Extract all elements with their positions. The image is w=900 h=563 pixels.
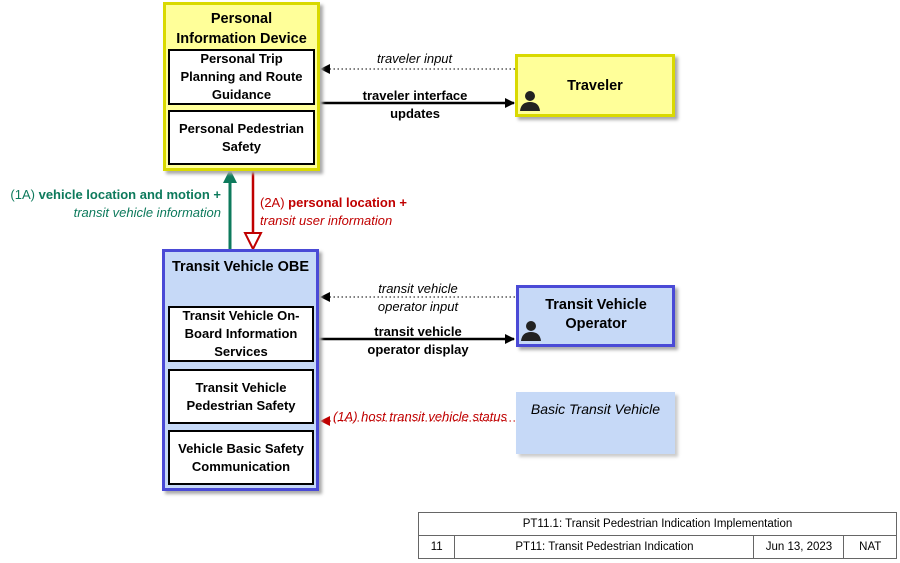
- title-block-org: NAT: [843, 535, 897, 559]
- traveler-interface-label: traveler interface updates: [362, 88, 468, 121]
- operator-input-label: transit vehicle operator input: [377, 281, 459, 314]
- personal-device-title: Personal Information Device: [176, 11, 307, 47]
- traveler-input-label: traveler input: [377, 51, 453, 66]
- traveler-label: Traveler: [567, 78, 623, 94]
- traveler-terminator[interactable]: [515, 54, 675, 117]
- basic-transit-vehicle-terminator[interactable]: [516, 392, 675, 454]
- personal-location-label: (2A) personal location + transit user in…: [260, 195, 408, 228]
- transit-vehicle-pedestrian-safety-function[interactable]: Transit Vehicle Pedestrian Safety: [168, 369, 314, 424]
- title-block-title: PT11.1: Transit Pedestrian Indication Im…: [418, 512, 897, 536]
- personal-pedestrian-safety-function[interactable]: Personal Pedestrian Safety: [168, 110, 315, 165]
- host-status-label: (1A) host transit vehicle status: [333, 409, 508, 424]
- person-icon: [520, 91, 540, 111]
- title-block-date: Jun 13, 2023: [753, 535, 845, 559]
- person-icon: [521, 321, 541, 341]
- personal-location-arrowhead: [243, 232, 263, 252]
- transit-vehicle-operator-terminator[interactable]: [516, 285, 675, 347]
- basic-transit-vehicle-label: Basic Transit Vehicle: [530, 401, 661, 417]
- personal-trip-planning-function[interactable]: Personal Trip Planning and Route Guidanc…: [168, 49, 315, 105]
- operator-display-label: transit vehicle operator display: [367, 324, 469, 357]
- operator-label: Transit Vehicle Operator: [545, 297, 647, 332]
- title-block: PT11.1: Transit Pedestrian Indication Im…: [417, 512, 897, 559]
- title-block-number: 11: [417, 535, 456, 559]
- vehicle-location-label: (1A) vehicle location and motion + trans…: [10, 187, 221, 220]
- obe-title: Transit Vehicle OBE: [172, 259, 309, 275]
- onboard-information-services-function[interactable]: Transit Vehicle On- Board Information Se…: [168, 306, 314, 362]
- title-block-name: PT11: Transit Pedestrian Indication: [454, 535, 755, 559]
- vehicle-basic-safety-communication-function[interactable]: Vehicle Basic Safety Communication: [168, 430, 314, 485]
